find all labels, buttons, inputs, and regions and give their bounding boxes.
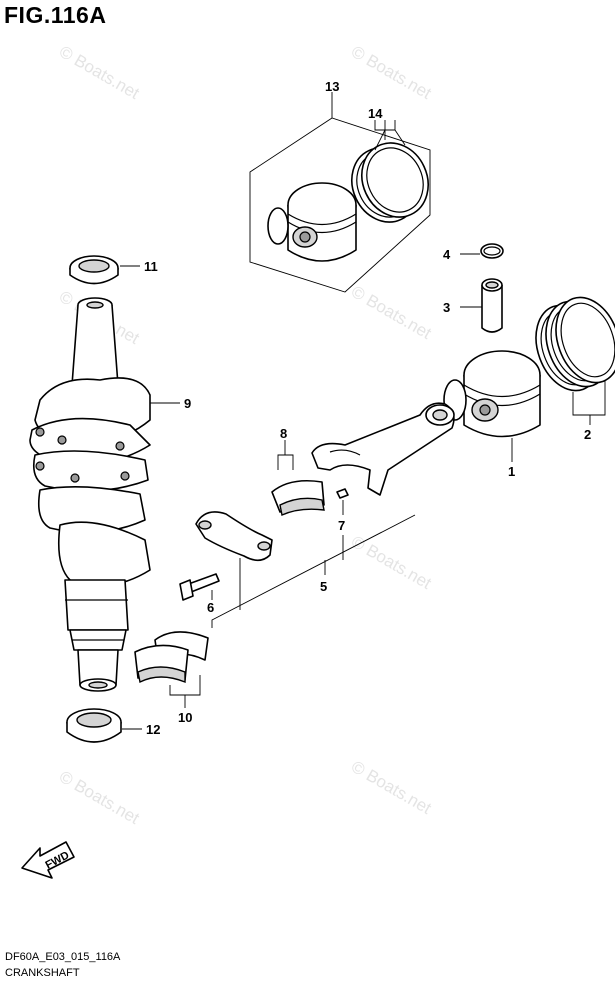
callout-11: 11 — [144, 259, 158, 274]
piston-rings-14 — [351, 142, 429, 223]
callout-1: 1 — [508, 464, 515, 479]
callout-2: 2 — [584, 427, 591, 442]
watermark: © Boats.net — [348, 757, 435, 818]
callout-6: 6 — [207, 600, 214, 615]
piston-1[interactable] — [443, 350, 541, 438]
piston-assembly-13[interactable] — [249, 117, 440, 293]
watermark: © Boats.net — [348, 282, 435, 343]
pin-7[interactable] — [336, 488, 349, 499]
document-name: CRANKSHAFT — [5, 967, 80, 979]
callout-8: 8 — [280, 426, 287, 441]
watermark: © Boats.net — [348, 42, 435, 103]
callout-7: 7 — [338, 518, 345, 533]
piston-rings-2[interactable] — [525, 288, 615, 399]
connecting-rod-5[interactable] — [195, 402, 455, 562]
watermark: © Boats.net — [56, 42, 143, 103]
piston-13-drawing — [267, 182, 357, 262]
watermark: © Boats.net — [348, 532, 435, 593]
callout-3: 3 — [443, 300, 450, 315]
circlip-4[interactable] — [480, 243, 504, 259]
fwd-direction-arrow: FWD — [21, 841, 75, 879]
bearing-8[interactable] — [271, 479, 325, 516]
piston-pin-3[interactable] — [481, 278, 503, 333]
watermark: © Boats.net — [56, 767, 143, 828]
callout-12: 12 — [146, 722, 160, 737]
crankshaft-9[interactable] — [29, 297, 151, 692]
oil-seal-11[interactable] — [69, 255, 119, 285]
callout-14: 14 — [368, 106, 383, 121]
callout-5: 5 — [320, 579, 327, 594]
document-code: DF60A_E03_015_116A — [5, 951, 121, 963]
callout-10: 10 — [178, 710, 192, 725]
callout-9: 9 — [184, 396, 191, 411]
oil-seal-12[interactable] — [66, 708, 122, 743]
callout-13: 13 — [325, 79, 339, 94]
callout-4: 4 — [443, 247, 451, 262]
rod-bolt-6[interactable] — [179, 573, 220, 601]
figure-title: FIG.116A — [4, 2, 107, 28]
bearing-10[interactable] — [134, 631, 209, 684]
